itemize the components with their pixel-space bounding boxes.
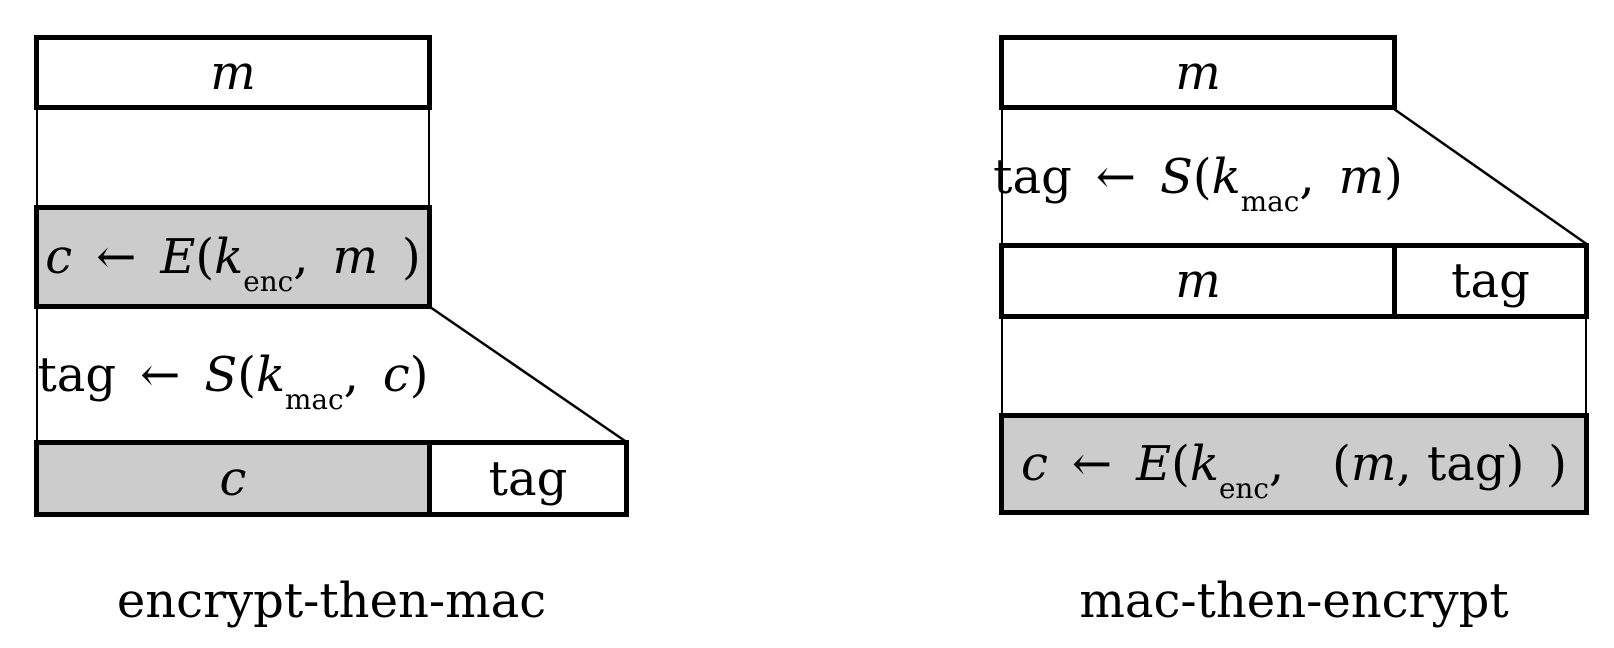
left-caption: encrypt-then-mac: [116, 573, 547, 629]
fn-S: S: [1160, 148, 1193, 205]
right-message-label: m: [1175, 44, 1221, 101]
right-band2-right-line: [1585, 317, 1587, 415]
right-message-box: m: [999, 35, 1397, 110]
var-k: k: [1189, 436, 1219, 492]
arg-m: m: [332, 229, 378, 285]
open-paren: (: [237, 346, 256, 403]
left-tag-label: tag: [488, 450, 568, 507]
var-c: c: [1020, 436, 1048, 492]
left-ciphertext-box: c: [34, 440, 432, 517]
fn-S: S: [204, 346, 238, 403]
left-band1-right-line: [428, 108, 430, 207]
fn-E: E: [160, 229, 196, 285]
left-message-box: m: [34, 35, 432, 110]
fn-E: E: [1136, 436, 1172, 492]
subscript-enc: enc: [1218, 472, 1269, 506]
left-band2-left-line: [36, 307, 38, 442]
arrow-glyph: ←: [1047, 436, 1137, 492]
right-encrypt-box: c ← E(kenc, (m, tag) ): [999, 413, 1589, 515]
open-paren: (: [195, 229, 215, 285]
left-encrypt-formula: c ← E(kenc, m ): [45, 233, 420, 296]
arg-m: m: [1338, 148, 1385, 205]
right-mac-step: tag ← S(kmac, m): [993, 108, 1403, 245]
separator: ,: [293, 229, 333, 285]
left-message-label: m: [210, 44, 256, 101]
left-tag-box: tag: [427, 440, 629, 517]
left-diagonal-connector: [429, 305, 629, 445]
tag-arrow-head: tag ←: [993, 148, 1161, 205]
right-encrypt-formula: c ← E(kenc, (m, tag) ): [1021, 440, 1567, 503]
subscript-mac: mac: [285, 382, 344, 416]
right-mid-tag-label: tag: [1451, 253, 1530, 309]
subscript-mac: mac: [1240, 184, 1300, 218]
left-band1-left-line: [36, 108, 38, 207]
right-diagonal-connector: [1393, 107, 1589, 247]
separator: ,: [1299, 148, 1339, 205]
subscript-enc: enc: [243, 265, 294, 299]
separator: ,: [343, 346, 383, 403]
close-paren: ): [1384, 148, 1403, 205]
close-paren: ): [378, 229, 421, 285]
tag-arrow-head: tag ←: [37, 346, 205, 403]
right-mid-message-label: m: [1175, 253, 1221, 309]
var-k: k: [214, 229, 244, 285]
left-mac-step: tag ← S(kmac, c): [36, 307, 430, 442]
right-band2-left-line: [1001, 317, 1003, 415]
arg-m: m: [1350, 436, 1397, 492]
right-band1-left-line: [1001, 108, 1003, 245]
var-k: k: [1211, 148, 1241, 205]
right-mid-message-box: m: [999, 243, 1397, 319]
right-mid-tag-box: tag: [1392, 243, 1589, 319]
right-mac-formula: tag ← S(kmac, m): [993, 153, 1403, 216]
left-encrypt-box: c ← E(kenc, m ): [34, 205, 432, 309]
right-caption: mac-then-encrypt: [1079, 573, 1509, 629]
left-mac-formula: tag ← S(kmac, c): [37, 351, 428, 414]
close-paren: ): [409, 346, 429, 403]
separator: , (: [1268, 436, 1351, 492]
var-c: c: [45, 229, 73, 285]
open-paren: (: [1171, 436, 1190, 492]
close-paren: , tag) ): [1396, 436, 1568, 492]
var-k: k: [255, 346, 286, 403]
open-paren: (: [1192, 148, 1212, 205]
left-ciphertext-label: c: [219, 450, 247, 507]
arg-c: c: [382, 346, 410, 403]
arrow-glyph: ←: [72, 229, 161, 285]
